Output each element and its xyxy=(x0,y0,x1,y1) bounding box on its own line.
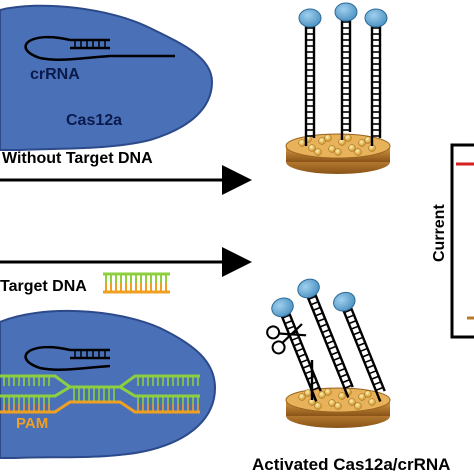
pam-label: PAM xyxy=(16,415,48,432)
cas12a-label: Cas12a xyxy=(66,112,122,129)
crrna-hairpin-top xyxy=(24,35,175,61)
cas12a-complex-inactive: crRNA Cas12a xyxy=(0,4,214,151)
crrna-hairpin-bottom xyxy=(24,345,111,371)
crrna-label: crRNA xyxy=(30,66,80,83)
cas12a-complex-activated: PAM xyxy=(0,309,217,459)
non-target-strand xyxy=(0,400,200,414)
reporter-probe xyxy=(297,278,354,398)
activated-caption: Activated Cas12a/crRNA xyxy=(252,455,450,474)
bound-target-strand xyxy=(0,374,200,389)
target-dna-duplex xyxy=(103,272,170,294)
reporter-probe xyxy=(364,8,388,146)
reporter-probe xyxy=(334,2,358,140)
current-plot-frame xyxy=(450,143,474,339)
scissors-icon xyxy=(266,323,307,355)
electrode-bottom xyxy=(271,278,391,428)
reporter-probe xyxy=(298,8,322,146)
reporter-probe xyxy=(271,297,322,402)
current-plot-panel: Current xyxy=(431,143,474,339)
electrode-top xyxy=(285,2,391,174)
reporter-probe xyxy=(333,291,386,402)
current-axis-label: Current xyxy=(431,204,448,262)
target-dna-label: Target DNA xyxy=(0,278,87,295)
without-target-label: Without Target DNA xyxy=(2,150,153,167)
cas12a-protein-top xyxy=(0,4,214,151)
